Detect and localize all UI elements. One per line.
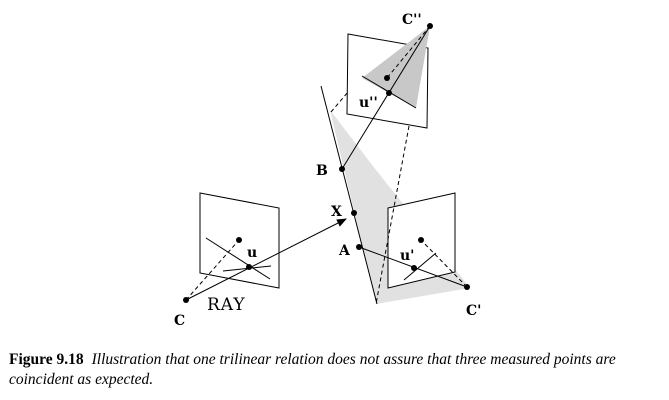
ray-c-double-prime-point	[386, 25, 431, 79]
epipolar-line-right	[403, 252, 437, 281]
label-x: X	[331, 204, 342, 220]
point-b	[339, 166, 345, 172]
label-c: C	[174, 313, 185, 329]
point-left-plane	[236, 237, 242, 243]
dashed-c-to-point	[185, 239, 240, 301]
line-through-b-x-a	[320, 85, 378, 305]
dashed-short-line	[330, 91, 349, 113]
label-ray: RAY	[207, 295, 246, 315]
point-top-plane	[384, 75, 390, 81]
label-c-double-prime: C''	[402, 12, 422, 28]
ray-c-double-prime-b	[341, 25, 431, 170]
point-c-double-prime	[427, 23, 433, 29]
label-u-double-prime: u''	[359, 95, 378, 111]
caption-text: Illustration that one trilinear relation…	[9, 351, 616, 388]
trilinear-diagram: C'' u'' B X A u u' C C' RAY	[174, 12, 481, 329]
dashed-edge-line	[375, 125, 410, 305]
figure: C'' u'' B X A u u' C C' RAY	[174, 12, 481, 329]
dashed-c-prime-to-point	[420, 239, 468, 288]
label-b: B	[316, 163, 328, 179]
ray-arrow	[185, 218, 347, 301]
point-u-double-prime	[386, 90, 392, 96]
label-u: u	[247, 245, 257, 261]
epipolar-line-left-1	[205, 237, 271, 280]
point-u-prime	[411, 265, 417, 271]
figure-number: Figure 9.18	[9, 351, 84, 368]
label-a: A	[338, 243, 351, 259]
point-a	[356, 244, 362, 250]
point-c-prime	[464, 284, 470, 290]
point-right-plane	[418, 237, 424, 243]
label-c-prime: C'	[466, 303, 481, 319]
label-u-prime: u'	[400, 248, 414, 264]
point-x	[351, 210, 357, 216]
point-c	[183, 297, 189, 303]
point-u	[246, 264, 252, 270]
cone-shading-top	[362, 26, 430, 108]
